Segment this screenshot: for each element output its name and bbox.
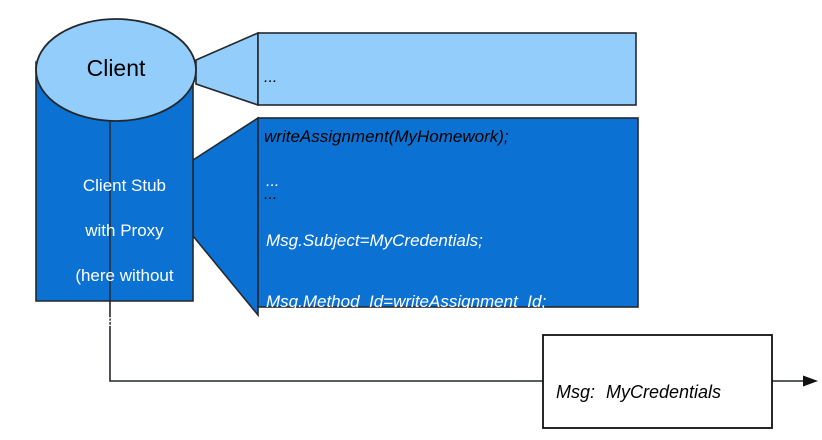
- callout-tail-light: [195, 31, 259, 107]
- message-key-label: Msg:: [556, 382, 596, 403]
- client-ellipse: [35, 18, 197, 122]
- message-box-content: Msg: MyCredentials writeAssignment_Id My…: [556, 341, 762, 440]
- code-light-line-1: ...: [264, 68, 278, 86]
- callout-tail-dark: [192, 116, 259, 318]
- message-row-1: Msg: MyCredentials: [556, 378, 762, 407]
- stub-label-line-4: PEP and PDP): [68, 311, 181, 331]
- client-ellipse-label: Client: [86, 55, 146, 81]
- code-light-line-3: ...: [264, 185, 278, 203]
- stub-label-line-1: Client Stub: [82, 175, 167, 195]
- code-dark-line-5: send(Server, Msg);: [266, 413, 410, 433]
- message-value-credentials: MyCredentials: [606, 382, 722, 403]
- code-dark-line-2: Msg.Subject=MyCredentials;: [266, 231, 483, 251]
- callout-light-code: ... writeAssignment(MyHomework); ...: [264, 33, 632, 242]
- callout-dark-code: ... Msg.Subject=MyCredentials; Msg.Metho…: [266, 137, 634, 440]
- callout-box-light: [257, 32, 637, 106]
- stub-label-line-2: with Proxy: [85, 220, 164, 240]
- code-dark-line-1: ...: [266, 172, 280, 190]
- callout-box-dark: [257, 117, 639, 308]
- client-stub-label: Client Stub with Proxy (here without PEP…: [36, 152, 194, 355]
- code-dark-line-3: Msg.Method_Id=writeAssignment_Id;: [266, 291, 547, 311]
- code-dark-line-4: Msg.Params= MyHomework;: [266, 352, 485, 372]
- message-box: [542, 334, 773, 429]
- stub-label-line-3: (here without: [75, 266, 174, 286]
- flow-arrowhead-icon: [803, 375, 818, 387]
- code-light-line-2: writeAssignment(MyHomework);: [264, 127, 509, 147]
